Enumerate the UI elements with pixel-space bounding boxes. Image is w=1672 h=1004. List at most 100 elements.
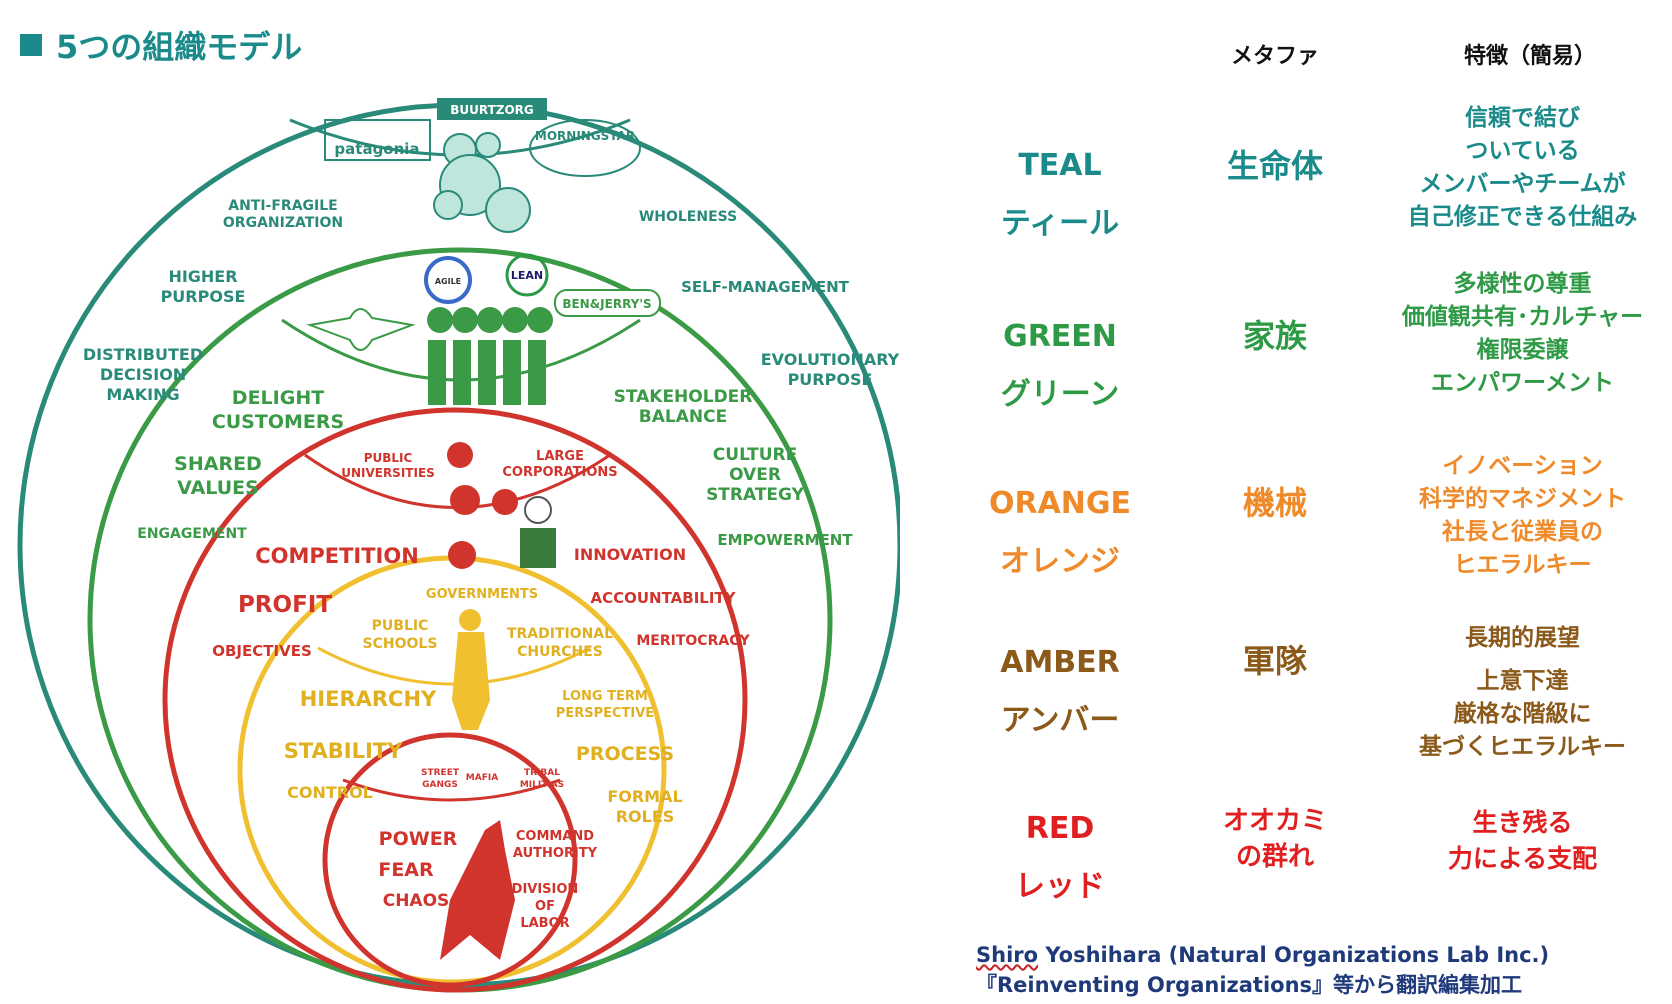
row-teal-ja: ティール [1000, 206, 1120, 241]
row-green-ja: グリーン [1000, 377, 1120, 412]
label-command: COMMAND [516, 829, 594, 844]
teal-bubbles [433, 132, 531, 233]
label-organization: ORGANIZATION [223, 215, 343, 231]
label-labor: LABOR [520, 916, 569, 931]
label-decision: DECISION [100, 365, 186, 384]
label-evolutionary: EVOLUTIONARY [761, 350, 900, 369]
label-anti-fragile: ANTI-FRAGILE [228, 198, 337, 214]
label-hierarchy: HIERARCHY [300, 687, 437, 711]
agile-logo [424, 256, 472, 304]
label-process: PROCESS [576, 743, 674, 765]
patagonia-logo-box [324, 119, 431, 161]
label-making: MAKING [106, 385, 179, 404]
wing-heart-logo [306, 308, 416, 351]
label-delight: DELIGHT [232, 387, 324, 409]
label-values: VALUES [177, 477, 259, 499]
soldier-icon [452, 609, 490, 730]
label-control: CONTROL [287, 783, 373, 802]
label-of: OF [535, 899, 555, 914]
row-orange-en: ORANGE [988, 486, 1132, 521]
row-teal-metaphor: 生命体 [1226, 147, 1323, 185]
wolf-icon [440, 820, 515, 960]
label-churches: CHURCHES [517, 644, 603, 660]
row-green-metaphor: 家族 [1242, 317, 1307, 355]
label-purpose-1: PURPOSE [161, 287, 246, 306]
label-profit: PROFIT [238, 592, 332, 618]
row-amber-metaphor: 軍隊 [1242, 642, 1307, 680]
label-division: DIVISION [512, 882, 579, 897]
morningstar-logo-box [529, 119, 641, 177]
label-stability: STABILITY [284, 739, 403, 763]
label-self-management: SELF-MANAGEMENT [681, 278, 850, 296]
label-roles: ROLES [616, 807, 675, 826]
label-authority: AUTHORITY [513, 846, 598, 861]
amber-top-arc [317, 646, 591, 686]
credit: Shiro Yoshihara (Natural Organizations L… [976, 940, 1549, 1000]
header-features: 特徴（簡易） [1463, 44, 1596, 69]
row-green-name: GREEN グリーン [980, 308, 1140, 424]
lean-logo-text: LEAN [511, 269, 543, 282]
label-gangs: GANGS [422, 780, 458, 790]
morningstar-logo: MORNINGSTAR [535, 129, 635, 143]
row-teal-features: 信頼で結び ついている メンバーやチームが 自己修正できる仕組み [1407, 105, 1638, 230]
businessman-icon [520, 496, 556, 568]
row-red-en: RED [1025, 811, 1095, 846]
label-distributed: DISTRIBUTED [83, 345, 203, 364]
agile-logo-text: AGILE [435, 277, 461, 286]
label-militias: MILITIAS [520, 780, 564, 790]
label-culture: CULTURE [713, 445, 797, 465]
label-large: LARGE [536, 449, 584, 464]
page-title: 5つの組織モデル [20, 22, 302, 68]
row-red-features: 生き残る 力による支配 [1447, 808, 1598, 873]
label-power: POWER [379, 828, 458, 850]
title-square-icon [20, 34, 42, 56]
red-top-arc [342, 778, 561, 802]
row-red-metaphor: オオカミ の群れ [1222, 806, 1327, 872]
row-green-features: 多様性の尊重 価値観共有･カルチャー 権限委譲 エンパワーメント [1401, 271, 1644, 396]
label-formal: FORMAL [607, 787, 682, 806]
header-metaphor: メタファ [1230, 44, 1319, 69]
row-teal-name: TEAL ティール [980, 137, 1140, 253]
label-public-universities-2: UNIVERSITIES [341, 466, 435, 480]
bj-logo: BEN&JERRY'S [562, 297, 651, 311]
label-higher: HIGHER [168, 267, 237, 286]
label-mafia: MAFIA [466, 773, 498, 783]
label-accountability: ACCOUNTABILITY [590, 589, 736, 607]
bj-logo-box [554, 289, 661, 317]
row-orange-name: ORANGE オレンジ [980, 475, 1140, 591]
label-strategy: STRATEGY [706, 485, 805, 505]
label-chaos: CHAOS [383, 891, 450, 911]
row-orange-features: イノベーション 科学的マネジメント 社長と従業員の ヒエラルキー [1419, 453, 1626, 578]
row-amber-name: AMBER アンバー [980, 634, 1140, 750]
label-customers: CUSTOMERS [212, 411, 344, 433]
credit-line2: 『Reinventing Organizations』等から翻訳編集加工 [976, 973, 1523, 997]
label-meritocracy: MERITOCRACY [636, 633, 750, 649]
gears-icon [447, 442, 518, 569]
label-wholeness: WHOLENESS [639, 209, 737, 225]
row-amber-features: 長期的展望 上意下達 厳格な階級に 基づくヒエラルキー [1419, 625, 1626, 760]
orange-circle [162, 407, 748, 993]
green-people-icon [427, 307, 553, 405]
label-governments: GOVERNMENTS [426, 587, 538, 602]
label-empowerment: EMPOWERMENT [717, 531, 853, 549]
label-shared: SHARED [174, 453, 262, 475]
label-corporations: CORPORATIONS [502, 465, 617, 480]
row-red-name: RED レッド [980, 800, 1140, 916]
label-balance: BALANCE [639, 407, 727, 427]
title-text: 5つの組織モデル [56, 28, 303, 66]
patagonia-logo: patagonia [334, 140, 419, 158]
row-amber-en: AMBER [1000, 645, 1120, 680]
row-orange-ja: オレンジ [1000, 544, 1120, 579]
label-tribal: TRIBAL [524, 768, 560, 778]
label-public-universities-1: PUBLIC [364, 451, 413, 465]
row-amber-ja: アンバー [1000, 703, 1120, 738]
label-schools: SCHOOLS [363, 636, 438, 652]
label-long-term: LONG TERM [562, 689, 648, 704]
label-public: PUBLIC [372, 618, 429, 634]
label-street: STREET [421, 768, 460, 778]
lean-logo [505, 253, 549, 297]
label-over: OVER [729, 465, 781, 485]
label-purpose-2: PURPOSE [788, 370, 873, 389]
credit-line1: Shiro Yoshihara (Natural Organizations L… [976, 943, 1550, 967]
row-teal-en: TEAL [1018, 148, 1102, 183]
